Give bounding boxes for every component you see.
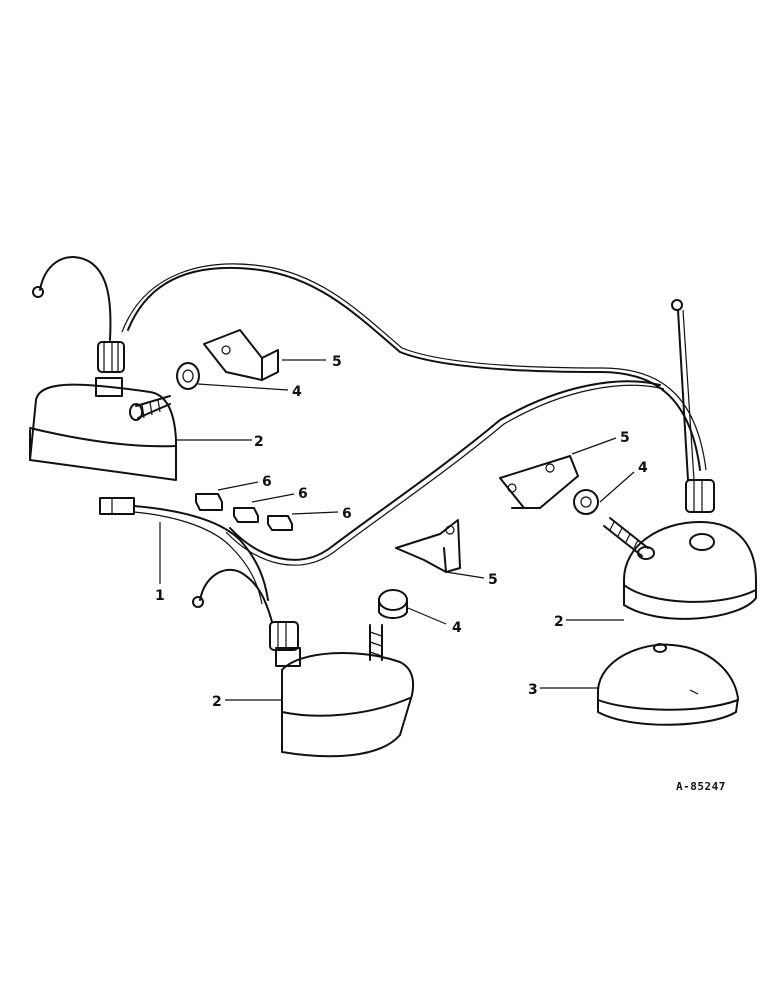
callout-3: 3 [528, 682, 538, 698]
callout-5-upper: 5 [332, 354, 342, 370]
brackets [203, 329, 579, 573]
lamp-lens [597, 643, 739, 726]
callout-5-center: 5 [488, 572, 498, 588]
callout-6-c: 6 [342, 506, 352, 522]
callout-1: 1 [155, 588, 165, 604]
drawing-number: A-85247 [676, 780, 726, 793]
connector-plug [99, 497, 273, 623]
clips [195, 493, 293, 531]
wiring-harness [32, 256, 707, 566]
callout-2-right: 2 [554, 614, 564, 630]
callout-2-upper-left: 2 [254, 434, 264, 450]
callout-4-right: 4 [638, 460, 648, 476]
lamp-upper-left [29, 341, 177, 481]
callout-4-center: 4 [452, 620, 462, 636]
callout-6-b: 6 [298, 486, 308, 502]
callout-6-a: 6 [262, 474, 272, 490]
lamp-right [603, 479, 757, 620]
callout-2-center: 2 [212, 694, 222, 710]
lamp-center [269, 621, 415, 758]
leader-lines [159, 359, 635, 701]
callout-4-upper: 4 [292, 384, 302, 400]
callout-labels: 1 2 2 2 3 4 4 4 5 5 5 6 6 6 [155, 354, 648, 710]
spacers [176, 362, 599, 619]
callout-5-right: 5 [620, 430, 630, 446]
